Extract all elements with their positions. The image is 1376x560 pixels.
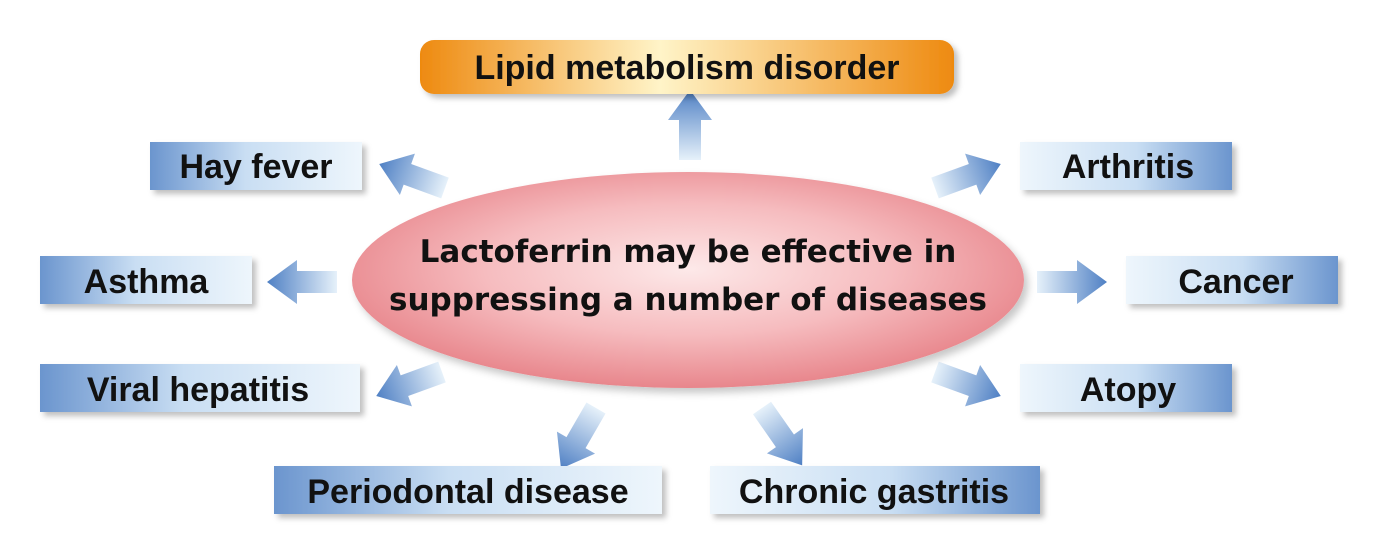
disease-box-cancer: Cancer: [1126, 256, 1338, 304]
disease-label-gastritis: Chronic gastritis: [739, 473, 1009, 511]
disease-label-cancer: Cancer: [1178, 263, 1293, 301]
arrow-asthma-icon: [267, 260, 337, 304]
disease-box-viral-hepatitis: Viral hepatitis: [40, 364, 360, 412]
disease-label-periodontal: Periodontal disease: [307, 473, 628, 511]
center-text-line-1: Lactoferrin may be effective in: [420, 234, 957, 270]
disease-label-hay-fever: Hay fever: [179, 148, 332, 186]
arrow-arthritis-icon: [927, 143, 1009, 209]
disease-box-arthritis: Arthritis: [1020, 142, 1232, 190]
arrow-viral-hepatitis-icon: [368, 351, 450, 417]
center-text-line-2: suppressing a number of diseases: [389, 282, 987, 318]
center-ellipse: [352, 172, 1024, 388]
arrow-atopy-icon: [927, 351, 1009, 417]
disease-label-arthritis: Arthritis: [1062, 148, 1194, 186]
disease-label-viral-hepatitis: Viral hepatitis: [87, 371, 309, 409]
disease-label-asthma: Asthma: [84, 263, 210, 301]
disease-label-lipid: Lipid metabolism disorder: [474, 49, 899, 87]
center-node: Lactoferrin may be effective in suppress…: [352, 172, 1024, 388]
arrow-up-icon: [668, 90, 712, 160]
disease-box-lipid: Lipid metabolism disorder: [420, 40, 954, 94]
disease-box-hay-fever: Hay fever: [150, 142, 362, 190]
disease-box-periodontal: Periodontal disease: [274, 466, 662, 514]
arrow-gastritis-icon: [743, 395, 821, 478]
arrow-hay-fever-icon: [371, 143, 453, 209]
arrow-cancer-icon: [1037, 260, 1107, 304]
disease-box-atopy: Atopy: [1020, 364, 1232, 412]
disease-box-asthma: Asthma: [40, 256, 252, 304]
disease-label-atopy: Atopy: [1080, 371, 1176, 409]
disease-box-gastritis: Chronic gastritis: [710, 466, 1040, 514]
